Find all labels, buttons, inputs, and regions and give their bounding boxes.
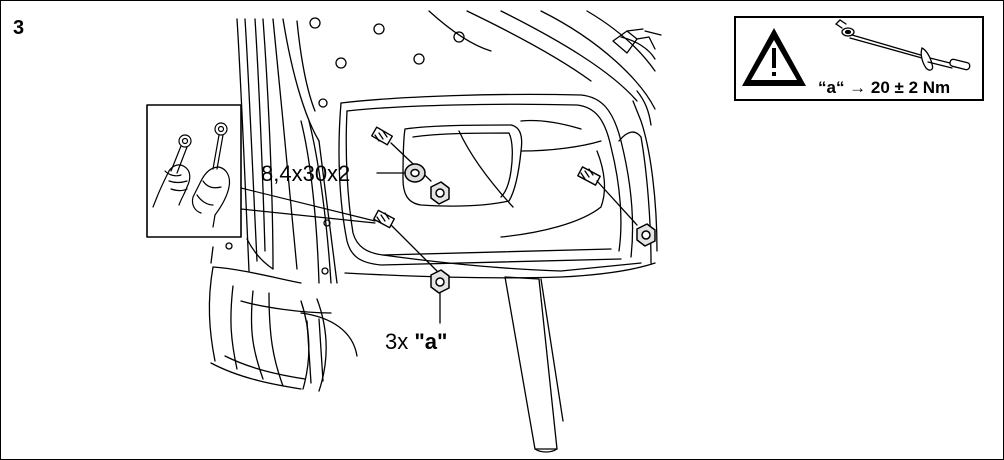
warning-graphics <box>742 19 971 86</box>
nut-code: "a" <box>414 329 448 354</box>
body-holes <box>309 17 465 108</box>
inset-detail <box>146 104 376 238</box>
nut-count: 3x <box>385 329 409 354</box>
bumper-panel <box>338 90 658 279</box>
nut-quantity-label: 3x "a" <box>385 331 447 353</box>
bolt-right <box>577 166 638 226</box>
nut-right <box>636 223 656 247</box>
tire-drawing <box>208 266 358 392</box>
washer <box>404 163 426 183</box>
warning-triangle-icon <box>742 28 806 86</box>
torque-wrench-icon <box>834 19 971 71</box>
body-upper-contour <box>428 10 662 110</box>
torque-warning-box: “a“ → 20 ± 2 Nm <box>734 16 984 101</box>
tow-bar <box>504 276 564 453</box>
nut-upper <box>430 181 450 205</box>
inner-opening <box>402 119 606 238</box>
torque-spec: “a“ → 20 ± 2 Nm <box>818 78 951 97</box>
hands-wrench-icon <box>152 122 231 228</box>
body-pillar <box>210 18 338 284</box>
bolt-left <box>373 209 438 272</box>
washer-size-label: 8,4x30x2 <box>261 161 351 186</box>
nut-bottom <box>430 269 450 294</box>
step-number: 3 <box>13 17 25 39</box>
